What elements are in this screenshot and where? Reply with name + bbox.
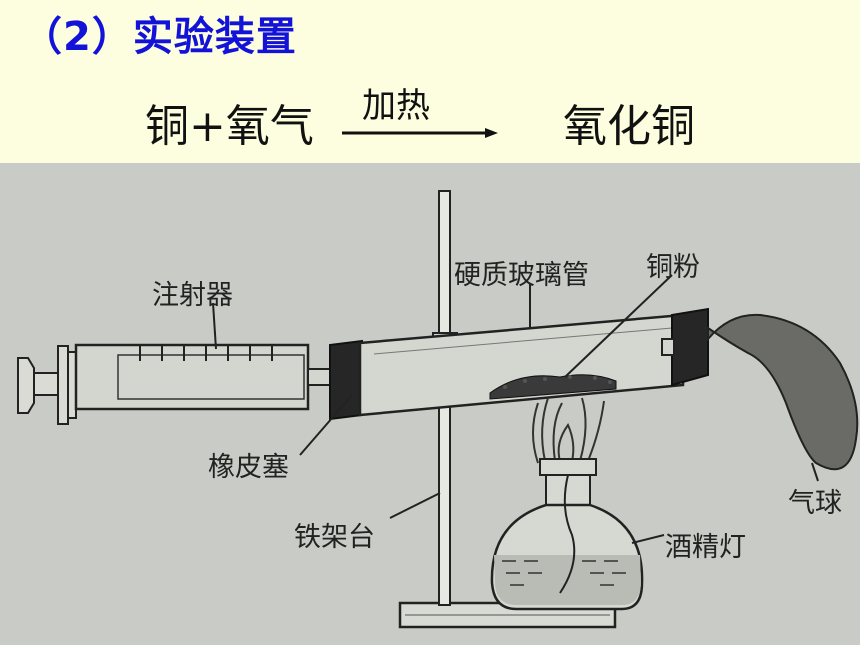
copper-powder xyxy=(489,374,617,400)
syringe xyxy=(17,343,331,425)
balloon xyxy=(707,313,859,471)
rubber-stopper-left xyxy=(329,339,363,421)
label-balloon: 气球 xyxy=(788,488,842,519)
reaction-arrow xyxy=(342,128,498,138)
apparatus-drawing xyxy=(17,190,859,629)
reaction-equation: 铜+氧气 加热 氧化铜 xyxy=(0,80,860,160)
label-copper-powder: 铜粉 xyxy=(646,252,700,283)
rubber-stopper-right xyxy=(671,307,709,387)
label-glass-tube: 硬质玻璃管 xyxy=(454,260,589,291)
section-heading: （2）实验装置 xyxy=(22,14,297,60)
label-rubber-stopper: 橡皮塞 xyxy=(208,452,289,483)
leader-lines xyxy=(212,274,819,544)
flame xyxy=(532,397,605,464)
equation-product: 氧化铜 xyxy=(563,101,695,152)
equation-condition: 加热 xyxy=(362,86,430,126)
label-syringe: 注射器 xyxy=(152,280,233,311)
label-alcohol-lamp: 酒精灯 xyxy=(665,532,746,563)
apparatus-figure: 注射器 硬质玻璃管 铜粉 橡皮塞 铁架台 酒精灯 气球 xyxy=(0,163,860,645)
label-iron-stand: 铁架台 xyxy=(294,522,375,553)
alcohol-lamp xyxy=(490,458,644,611)
glass-tube xyxy=(358,313,685,417)
equation-reactants: 铜+氧气 xyxy=(145,101,314,152)
